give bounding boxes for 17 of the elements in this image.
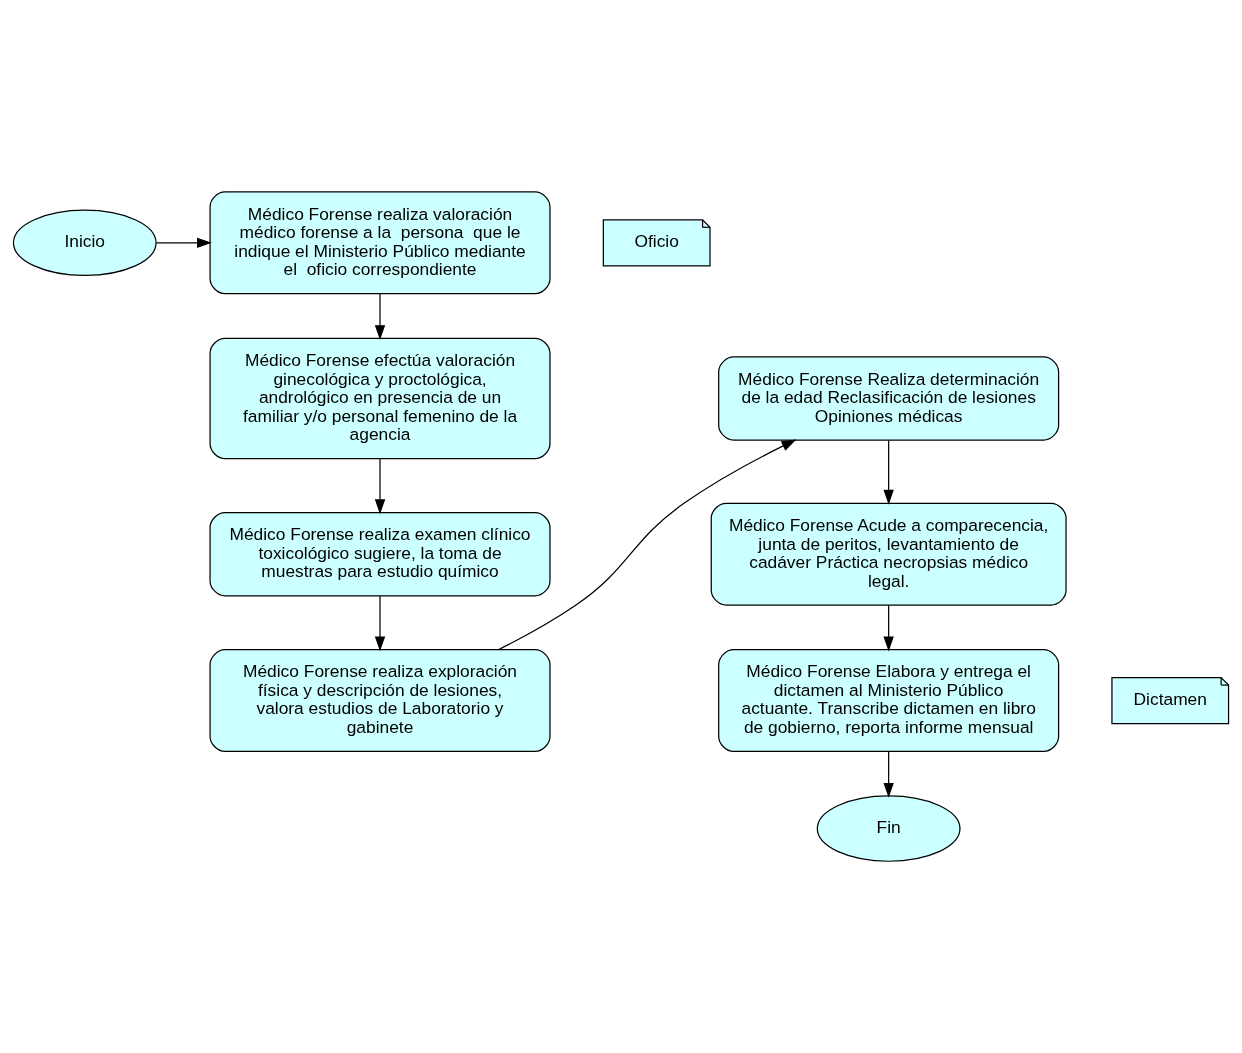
arrow: [374, 293, 386, 341]
node-box: Médico Forense realiza exploración física y descripción de lesiones, valora estudios de Laboratorio y gabinete: [209, 649, 551, 753]
arrow: [883, 751, 894, 798]
node-box: Médico Forense Acude a comparecencia, junta de peritos, levantamiento de cadáver Práctica necropsias médico legal.: [710, 502, 1067, 606]
node-box: Médico Forense Elabora y entrega el dictamen al Ministerio Público actuante. Transcribe dictamen en libro de gobierno, reporta informe mensual: [718, 649, 1060, 753]
arrow: [883, 439, 894, 505]
node-box: Médico Forense Realiza determinación de la edad Reclasificación de lesiones Opiniones médicas: [718, 356, 1060, 441]
arrow: [155, 237, 212, 249]
arrow: [883, 604, 894, 652]
arrow: [497, 439, 797, 651]
arrow: [374, 595, 386, 652]
node-box: Médico Forense efectúa valoración ginecológica y proctológica, andrológico en presencia de un familiar y/o personal femenino de la agencia: [209, 337, 551, 460]
node-box: Médico Forense realiza valoración médico forense a la persona que le indique el Ministerio Público mediante el oficio correspondiente: [209, 191, 551, 295]
node-box: Médico Forense realiza examen clínico toxicológico sugiere, la toma de muestras para estudio químico: [209, 512, 551, 597]
node-ellipse: Inicio: [12, 209, 157, 277]
node-ellipse: Fin: [816, 795, 961, 862]
arrow: [374, 458, 386, 515]
